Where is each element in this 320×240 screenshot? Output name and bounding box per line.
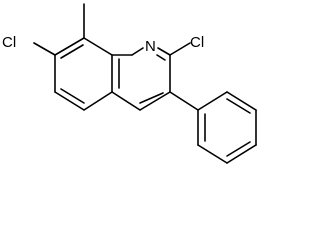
bond-c8a-c8 [83,37,113,56]
bond-c5-c4a [83,91,113,111]
bond-c3-c4-inner [139,92,164,104]
bond-c6-c5 [54,91,85,111]
bond-c2-cl [169,42,191,56]
chemical-structure: N Cl Cl [2,3,257,164]
bond-ph5-ph6 [197,144,228,164]
bond-c8-c7-inner [60,44,84,59]
bond-c7-cl [33,42,56,56]
bond-c3-c4 [139,91,171,111]
pyridine-ring [111,47,171,111]
bond-n1-c2 [157,47,171,56]
bond-c6-c5-inner [60,88,85,104]
bond-ph2-ph3-inner [226,98,251,114]
benzo-ring [54,37,113,111]
phenyl-ring [197,91,257,164]
bond-ph4-ph5-inner [226,141,251,157]
atom-label-chlorine-c2: Cl [190,34,204,51]
bond-ph2-ph3 [226,91,257,111]
bond-ph1-ph2 [197,91,228,111]
bond-c8-c7 [54,37,85,56]
atom-label-nitrogen: N [145,38,156,55]
bond-c4-c4a [111,91,141,111]
bond-n1-c2-inner [156,54,166,61]
bond-ph4-ph5 [226,144,257,164]
bond-c8a-n1 [131,47,144,56]
atom-label-chlorine-c7: Cl [2,34,16,51]
substituents [33,3,199,111]
bond-c3-phenyl [169,91,199,111]
